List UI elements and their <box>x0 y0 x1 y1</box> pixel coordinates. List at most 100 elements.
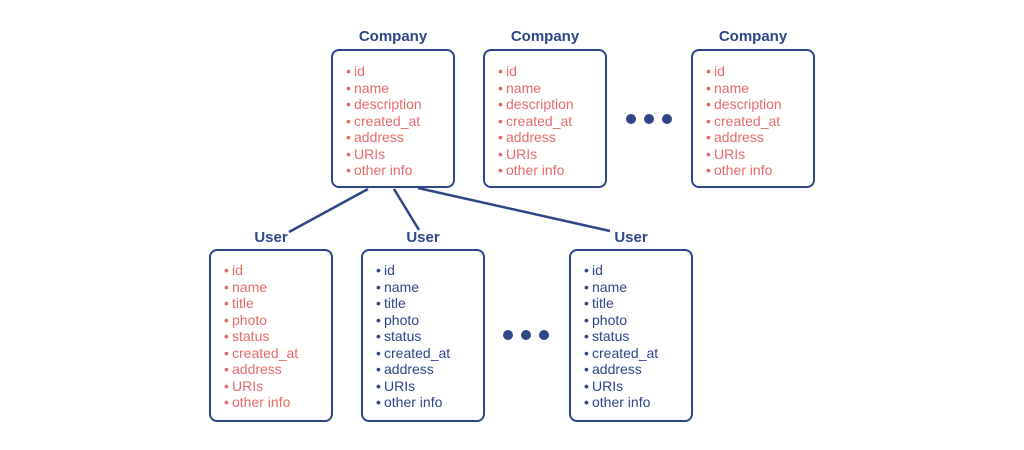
bullet-icon: • <box>706 145 711 162</box>
user-entity: User •id•name•title•photo•status•created… <box>209 229 333 422</box>
field-label: title <box>232 295 254 311</box>
field-label: URIs <box>232 377 264 394</box>
bullet-icon: • <box>584 377 589 394</box>
field-label: name <box>384 278 420 295</box>
bullet-icon: • <box>706 79 711 96</box>
bullet-icon: • <box>346 162 351 178</box>
field-item: •other info <box>498 162 605 179</box>
field-label: id <box>592 262 603 278</box>
bullet-icon: • <box>376 262 381 278</box>
field-item: •id <box>376 262 483 279</box>
field-item: •description <box>706 96 813 113</box>
field-item: •name <box>224 279 331 296</box>
field-item: •name <box>376 279 483 296</box>
user-entity: User •id•name•title•photo•status•created… <box>361 229 485 422</box>
field-label: id <box>354 63 365 79</box>
bullet-icon: • <box>224 377 229 394</box>
entity-title: User <box>254 229 288 246</box>
company-entity: Company •id•name•description•created_at•… <box>483 28 607 188</box>
field-label: photo <box>592 311 628 328</box>
field-item: •other info <box>584 394 691 411</box>
field-label: address <box>506 129 556 145</box>
field-item: •id <box>346 63 453 80</box>
entity-box: •id•name•description•created_at•address•… <box>691 49 815 188</box>
bullet-icon: • <box>584 394 589 410</box>
field-item: •id <box>706 63 813 80</box>
bullet-icon: • <box>376 328 381 344</box>
field-label: address <box>592 361 642 377</box>
field-item: •URIs <box>498 146 605 163</box>
field-label: other info <box>714 162 773 178</box>
field-item: •description <box>498 96 605 113</box>
bullet-icon: • <box>498 63 503 79</box>
bullet-icon: • <box>346 112 351 129</box>
field-label: URIs <box>506 145 538 162</box>
connector-line-company-user-2 <box>392 188 421 231</box>
bullet-icon: • <box>498 79 503 96</box>
field-list: •id•name•title•photo•status•created_at•a… <box>363 251 483 411</box>
field-item: •address <box>706 129 813 146</box>
entity-box: •id•name•title•photo•status•created_at•a… <box>209 249 333 422</box>
bullet-icon: • <box>346 96 351 112</box>
field-label: name <box>506 79 542 96</box>
field-item: •id <box>498 63 605 80</box>
field-item: •address <box>376 361 483 378</box>
bullet-icon: • <box>224 361 229 377</box>
company-entity: Company •id•name•description•created_at•… <box>331 28 455 188</box>
field-label: URIs <box>592 377 624 394</box>
field-label: id <box>384 262 395 278</box>
field-label: other info <box>592 394 651 410</box>
field-list: •id•name•description•created_at•address•… <box>485 51 605 179</box>
field-label: other info <box>354 162 413 178</box>
bullet-icon: • <box>584 278 589 295</box>
field-label: id <box>714 63 725 79</box>
field-item: •URIs <box>584 378 691 395</box>
field-label: name <box>592 278 628 295</box>
bullet-icon: • <box>498 96 503 112</box>
bullet-icon: • <box>498 112 503 129</box>
bullet-icon: • <box>346 63 351 79</box>
field-item: •created_at <box>224 345 331 362</box>
bullet-icon: • <box>706 63 711 79</box>
field-item: •created_at <box>498 113 605 130</box>
field-label: id <box>506 63 517 79</box>
bullet-icon: • <box>498 129 503 145</box>
field-item: •URIs <box>224 378 331 395</box>
field-label: other info <box>384 394 443 410</box>
field-item: •URIs <box>346 146 453 163</box>
field-label: name <box>354 79 390 96</box>
field-item: •status <box>224 328 331 345</box>
field-label: created_at <box>592 344 659 361</box>
field-list: •id•name•title•photo•status•created_at•a… <box>571 251 691 411</box>
field-item: •address <box>498 129 605 146</box>
field-label: created_at <box>232 344 299 361</box>
entity-title: User <box>406 229 440 246</box>
ellipsis-dots-icon <box>626 114 672 126</box>
bullet-icon: • <box>376 295 381 311</box>
bullet-icon: • <box>376 394 381 410</box>
bullet-icon: • <box>584 311 589 328</box>
field-item: •name <box>498 80 605 97</box>
field-item: •name <box>584 279 691 296</box>
field-label: other info <box>232 394 291 410</box>
bullet-icon: • <box>224 262 229 278</box>
bullet-icon: • <box>346 79 351 96</box>
bullet-icon: • <box>706 162 711 178</box>
bullet-icon: • <box>224 344 229 361</box>
field-item: •URIs <box>376 378 483 395</box>
entity-title: User <box>614 229 648 246</box>
field-item: •description <box>346 96 453 113</box>
entity-box: •id•name•title•photo•status•created_at•a… <box>361 249 485 422</box>
field-label: created_at <box>354 112 421 129</box>
field-item: •id <box>224 262 331 279</box>
field-label: address <box>232 361 282 377</box>
field-label: name <box>714 79 750 96</box>
field-label: name <box>232 278 268 295</box>
entity-title: Company <box>510 28 580 45</box>
bullet-icon: • <box>376 311 381 328</box>
field-label: address <box>354 129 404 145</box>
entity-title: Company <box>718 28 788 45</box>
bullet-icon: • <box>224 278 229 295</box>
field-item: •other info <box>224 394 331 411</box>
